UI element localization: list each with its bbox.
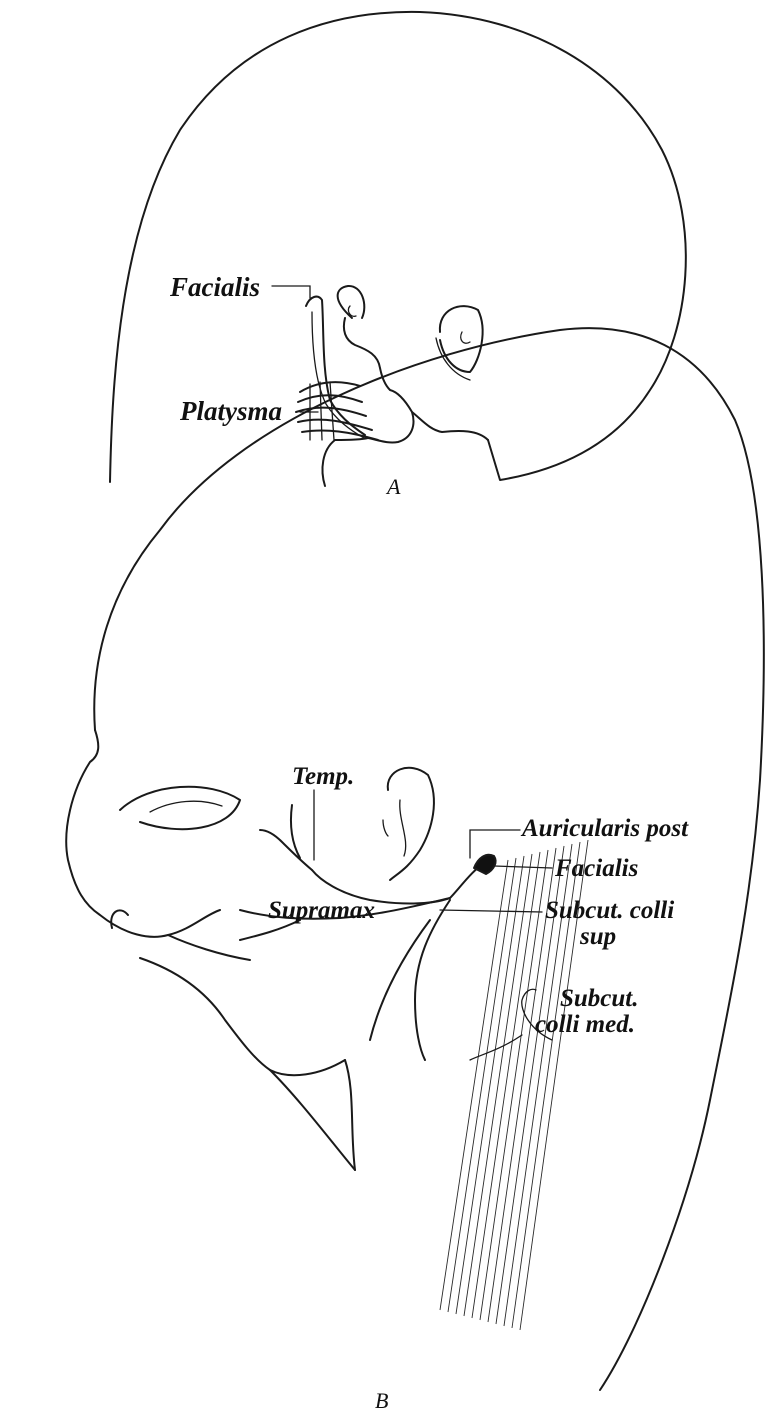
label-supramax-b: Supramax: [268, 897, 375, 924]
subcut-colli-branch-b: [415, 900, 450, 1060]
neck-line-front-b: [270, 1070, 355, 1170]
ear-a: [338, 286, 365, 318]
label-facialis-b: Facialis: [554, 855, 638, 882]
leader-auricularis-b: [470, 830, 520, 858]
label-subcut-colli-sup-line1: Subcut. colli: [545, 897, 674, 924]
label-platysma-a: Platysma: [179, 396, 282, 426]
ear-b: [388, 768, 434, 880]
temporal-branch-b: [260, 805, 312, 870]
label-auricularis-post-b: Auricularis post: [520, 815, 689, 842]
label-subcut-colli-med-line2: colli med.: [535, 1011, 635, 1038]
auricularis-post-nerve-b: [474, 855, 496, 874]
leader-subcut-colli-sup-b: [440, 910, 542, 912]
leader-facialis-a: [272, 286, 310, 298]
face-profile-b: [66, 730, 220, 937]
label-facialis-a: Facialis: [169, 272, 260, 302]
label-subcut-colli-med-line1: Subcut.: [560, 985, 639, 1012]
leader-facialis-b: [494, 866, 552, 868]
neck-line-a: [322, 438, 368, 486]
eye-b: [120, 787, 240, 829]
subcut-colli-med-branch-b: [370, 920, 430, 1040]
head-outline-b: [94, 328, 764, 1390]
chin-a: [368, 412, 413, 443]
label-temp-b: Temp.: [292, 763, 354, 790]
embryo-head-b: Temp. Auricularis post Facialis Supramax…: [66, 328, 764, 1413]
label-subcut-colli-sup-line2: sup: [579, 923, 616, 950]
chin-b: [140, 958, 345, 1075]
embryo-head-a: Facialis Platysma A: [110, 12, 686, 499]
neck-line-b: [345, 1060, 355, 1170]
mouth-b: [168, 935, 250, 960]
caption-a: A: [385, 474, 401, 499]
caption-b: B: [375, 1388, 388, 1413]
